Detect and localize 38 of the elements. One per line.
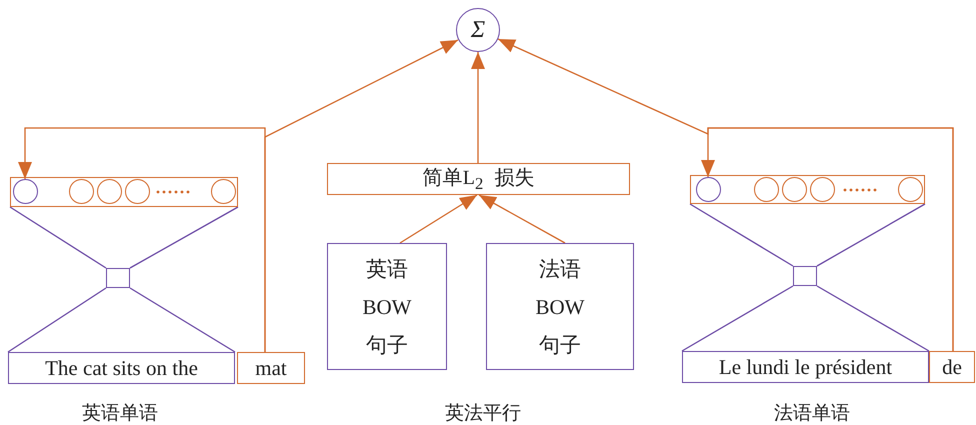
connector-line bbox=[10, 206, 106, 269]
hidden-box bbox=[106, 268, 130, 288]
caption: 英法平行 bbox=[445, 402, 521, 425]
arrow bbox=[478, 194, 566, 244]
caption: 法语单语 bbox=[774, 402, 850, 425]
sentence-box: 法语 BOW 句子 bbox=[486, 243, 634, 370]
arrow bbox=[264, 39, 458, 352]
circle bbox=[754, 176, 779, 202]
circle bbox=[12, 178, 38, 204]
circle bbox=[782, 176, 807, 202]
embedding-bar bbox=[690, 175, 925, 204]
connector-line bbox=[130, 206, 238, 269]
connector-line bbox=[816, 203, 926, 267]
hidden-box bbox=[793, 266, 817, 286]
sentence-box: Le lundi le président bbox=[682, 351, 929, 383]
circle bbox=[898, 176, 923, 202]
connector-line bbox=[130, 287, 236, 353]
arrow bbox=[471, 52, 485, 163]
connector-line bbox=[690, 203, 794, 267]
circle bbox=[124, 178, 150, 204]
arrow bbox=[498, 38, 954, 351]
sum-circle: Σ bbox=[456, 8, 500, 52]
connector-line bbox=[682, 285, 794, 352]
arrow bbox=[400, 194, 478, 244]
loss-box: 简单L$_{2}$ 损失 bbox=[327, 163, 630, 195]
embedding-bar bbox=[10, 177, 238, 207]
circle bbox=[96, 178, 122, 204]
circle bbox=[810, 176, 835, 202]
caption: 英语单语 bbox=[82, 402, 158, 425]
circle bbox=[210, 178, 236, 204]
circle bbox=[696, 176, 721, 202]
word-box: mat bbox=[237, 352, 305, 384]
connector-line bbox=[816, 285, 930, 352]
sentence-box: The cat sits on the bbox=[8, 352, 235, 384]
connector-line bbox=[8, 287, 106, 353]
word-box: de bbox=[929, 351, 975, 383]
circle bbox=[68, 178, 94, 204]
sentence-box: 英语 BOW 句子 bbox=[327, 243, 447, 370]
